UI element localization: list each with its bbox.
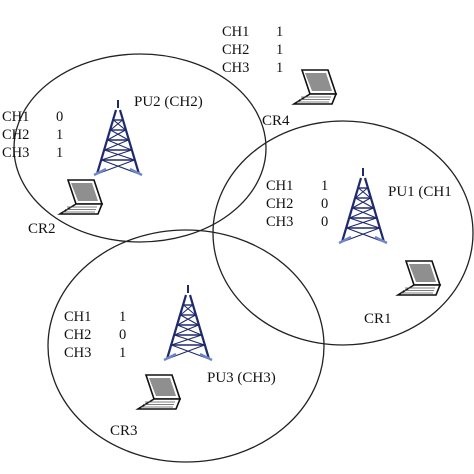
cr1-channel-table: CH1 1 CH2 0 CH3 0 [266,178,328,230]
cr2-label: CR2 [28,221,56,237]
channel-name: CH3 [222,60,249,76]
pu2-label: PU2 (CH2) [134,94,203,110]
channel-value: 1 [276,24,283,40]
pu1-label: PU1 (CH1 [388,184,452,200]
cr4-label: CR4 [262,113,290,129]
channel-name: CH3 [266,214,293,230]
pu3-coverage-circle [47,229,325,463]
laptop-icon [397,260,441,296]
channel-value: 1 [276,60,283,76]
channel-value: 1 [119,345,126,361]
pu2-coverage-circle [13,53,267,243]
cell-tower-icon [337,166,389,245]
channel-name: CH3 [64,345,91,361]
channel-value: 1 [56,127,63,143]
channel-value: 0 [56,109,63,125]
laptop-icon [59,179,103,215]
cr3-label: CR3 [110,423,138,439]
channel-name: CH1 [2,109,29,125]
laptop-icon [293,69,337,105]
cr1-label: CR1 [364,311,392,327]
channel-value: 1 [321,178,328,194]
channel-name: CH1 [64,309,91,325]
channel-name: CH1 [266,178,293,194]
channel-value: 1 [276,42,283,58]
channel-value: 1 [56,145,63,161]
channel-name: CH2 [222,42,249,58]
channel-name: CH2 [2,127,29,143]
cell-tower-icon [162,283,214,362]
channel-name: CH3 [2,145,29,161]
channel-value: 0 [119,327,126,343]
channel-value: 1 [119,309,126,325]
pu1-coverage-circle [212,120,474,346]
laptop-icon [137,374,181,410]
channel-value: 0 [321,214,328,230]
channel-name: CH1 [222,24,249,40]
pu3-label: PU3 (CH3) [207,370,276,386]
channel-name: CH2 [64,327,91,343]
cell-tower-icon [92,98,144,177]
channel-name: CH2 [266,196,293,212]
channel-value: 0 [321,196,328,212]
cr4-channel-table: CH1 1 CH2 1 CH3 1 [222,24,283,76]
cr2-channel-table: CH1 0 CH2 1 CH3 1 [2,109,63,161]
cr3-channel-table: CH1 1 CH2 0 CH3 1 [64,309,126,361]
